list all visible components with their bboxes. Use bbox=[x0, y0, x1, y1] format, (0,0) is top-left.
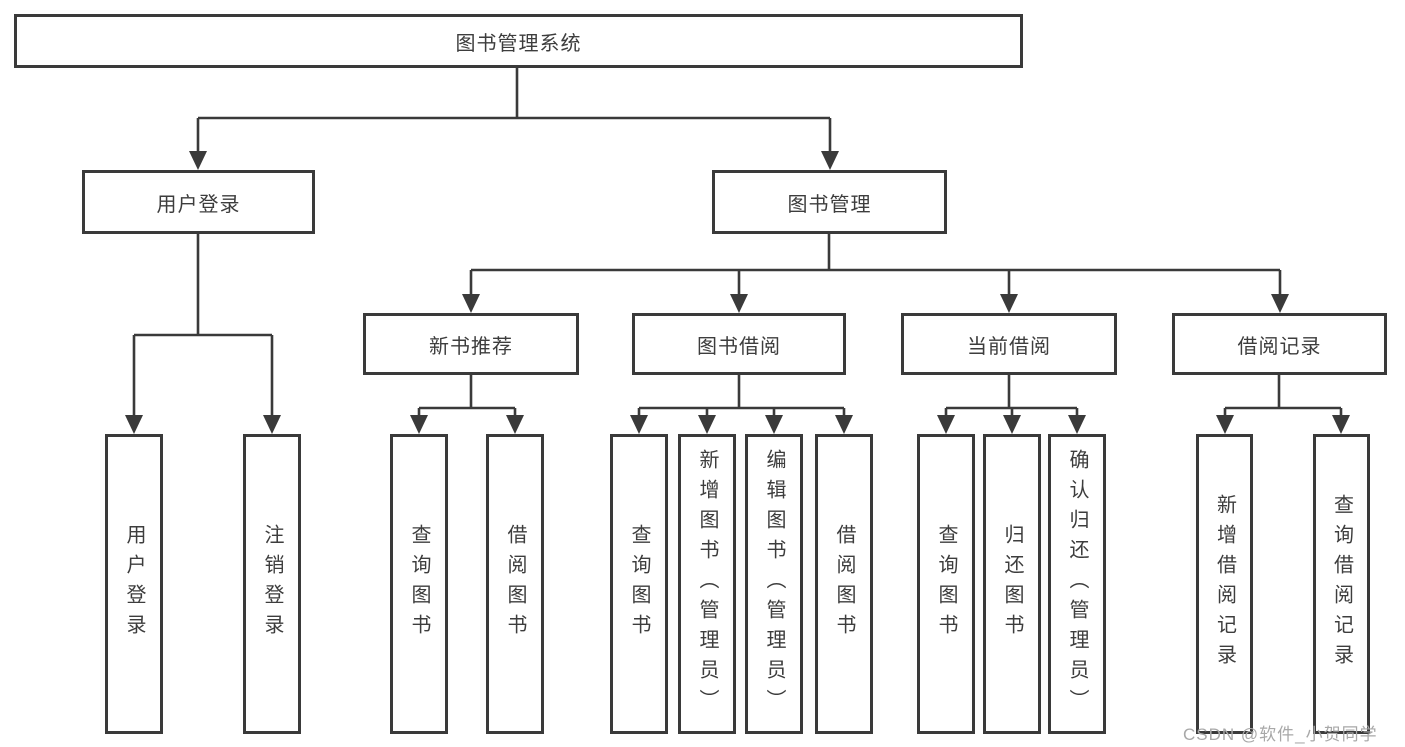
node-label: 图书管理 bbox=[787, 193, 872, 216]
node-label: 编辑图书（管理员） bbox=[763, 449, 785, 719]
node-book-borrow: 图书借阅 bbox=[632, 313, 846, 375]
node-edit-books-admin: 编辑图书（管理员） bbox=[745, 434, 803, 734]
node-query-books-current: 查询图书 bbox=[917, 434, 975, 734]
node-label: 新增图书（管理员） bbox=[696, 449, 718, 719]
node-label: 当前借阅 bbox=[967, 335, 1051, 358]
arrowheads bbox=[125, 151, 1350, 434]
tree-edges bbox=[132, 68, 1343, 415]
node-label: 图书管理系统 bbox=[455, 32, 582, 55]
node-borrow-records: 借阅记录 bbox=[1172, 313, 1387, 375]
node-library-management-system: 图书管理系统 bbox=[14, 14, 1023, 68]
node-new-book-recommend: 新书推荐 bbox=[363, 313, 579, 375]
node-label: 图书借阅 bbox=[697, 335, 781, 358]
node-label: 查询图书 bbox=[935, 524, 957, 644]
node-add-books-admin: 新增图书（管理员） bbox=[678, 434, 736, 734]
node-borrow-books: 借阅图书 bbox=[815, 434, 873, 734]
node-label: 新增借阅记录 bbox=[1213, 494, 1236, 674]
node-label: 归还图书 bbox=[1001, 524, 1023, 644]
node-user-login: 用户登录 bbox=[82, 170, 315, 234]
node-current-borrow: 当前借阅 bbox=[901, 313, 1117, 375]
node-confirm-return-admin: 确认归还（管理员） bbox=[1048, 434, 1106, 734]
node-label: 借阅记录 bbox=[1237, 335, 1322, 358]
node-logout-action: 注销登录 bbox=[243, 434, 301, 734]
node-label: 借阅图书 bbox=[504, 524, 526, 644]
node-query-books-recommend: 查询图书 bbox=[390, 434, 448, 734]
node-borrow-books-recommend: 借阅图书 bbox=[486, 434, 544, 734]
node-return-books: 归还图书 bbox=[983, 434, 1041, 734]
node-add-borrow-record: 新增借阅记录 bbox=[1196, 434, 1253, 734]
node-label: 用户登录 bbox=[156, 193, 241, 216]
node-query-borrow-record: 查询借阅记录 bbox=[1313, 434, 1370, 734]
node-user-login-action: 用户登录 bbox=[105, 434, 163, 734]
node-label: 用户登录 bbox=[123, 524, 145, 644]
node-label: 查询借阅记录 bbox=[1330, 494, 1353, 674]
node-book-management: 图书管理 bbox=[712, 170, 947, 234]
node-label: 借阅图书 bbox=[833, 524, 855, 644]
csdn-watermark: CSDN @软件_小贺同学 bbox=[1183, 725, 1378, 744]
node-label: 查询图书 bbox=[628, 524, 650, 644]
node-label: 新书推荐 bbox=[429, 335, 513, 358]
node-label: 确认归还（管理员） bbox=[1066, 449, 1088, 719]
node-label: 注销登录 bbox=[261, 524, 283, 644]
node-query-books-borrow: 查询图书 bbox=[610, 434, 668, 734]
node-label: 查询图书 bbox=[408, 524, 430, 644]
